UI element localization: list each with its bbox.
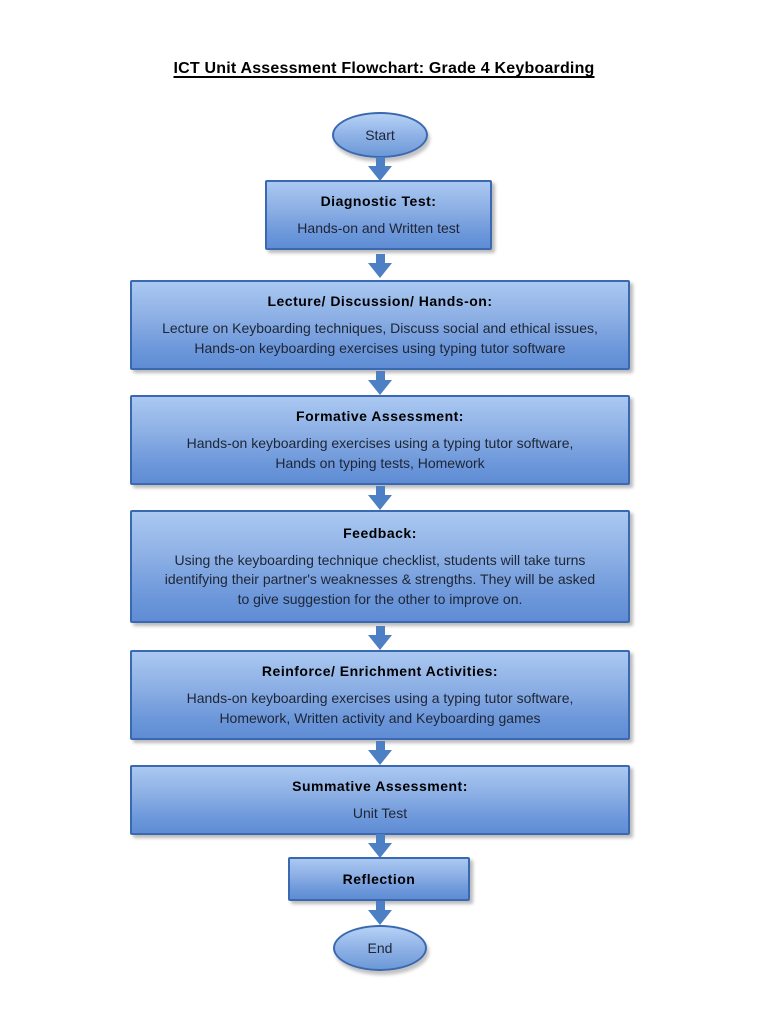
arrow-stem bbox=[375, 486, 385, 495]
node-heading: Reinforce/ Enrichment Activities: bbox=[261, 663, 499, 679]
arrow-down-icon bbox=[368, 901, 392, 925]
arrow-stem bbox=[375, 626, 385, 635]
node-body: Hands-on and Written test bbox=[297, 219, 460, 236]
start-label: Start bbox=[365, 127, 395, 143]
arrow-down-icon bbox=[368, 157, 392, 181]
flow-node-feedback: Feedback: Using the keyboarding techniqu… bbox=[130, 510, 630, 623]
flow-node-reflection: Reflection bbox=[288, 857, 470, 901]
arrow-stem bbox=[375, 371, 385, 380]
flow-node-lecture-discussion: Lecture/ Discussion/ Hands-on: Lecture o… bbox=[130, 280, 630, 370]
flow-node-formative-assessment: Formative Assessment: Hands-on keyboardi… bbox=[130, 395, 630, 485]
node-heading: Feedback: bbox=[343, 524, 417, 541]
node-heading: Lecture/ Discussion/ Hands-on: bbox=[267, 293, 493, 309]
node-heading: Formative Assessment: bbox=[296, 408, 464, 424]
page-title: ICT Unit Assessment Flowchart: Grade 4 K… bbox=[173, 60, 595, 77]
arrow-head bbox=[368, 750, 392, 765]
flow-node-reinforce-enrichment: Reinforce/ Enrichment Activities: Hands-… bbox=[130, 650, 630, 740]
node-body: Hands-on keyboarding exercises using a t… bbox=[186, 690, 574, 726]
arrow-down-icon bbox=[368, 834, 392, 858]
flow-node-diagnostic-test: Diagnostic Test: Hands-on and Written te… bbox=[265, 180, 492, 250]
node-heading: Diagnostic Test: bbox=[320, 192, 437, 209]
arrow-head bbox=[368, 495, 392, 510]
node-heading: Summative Assessment: bbox=[292, 777, 468, 794]
start-terminator: Start bbox=[332, 112, 428, 158]
arrow-down-icon bbox=[368, 371, 392, 395]
arrow-stem bbox=[375, 741, 385, 750]
arrow-stem bbox=[375, 834, 385, 843]
node-heading: Reflection bbox=[342, 871, 416, 887]
arrow-head bbox=[368, 263, 392, 278]
arrow-stem bbox=[375, 254, 385, 263]
node-body: Hands-on keyboarding exercises using a t… bbox=[186, 435, 574, 471]
arrow-down-icon bbox=[368, 741, 392, 765]
arrow-head bbox=[368, 635, 392, 650]
end-terminator: End bbox=[333, 925, 427, 971]
arrow-down-icon bbox=[368, 486, 392, 510]
arrow-head bbox=[368, 910, 392, 925]
node-body: Unit Test bbox=[352, 804, 408, 821]
arrow-head bbox=[368, 380, 392, 395]
arrow-down-icon bbox=[368, 254, 392, 278]
arrow-stem bbox=[375, 157, 385, 166]
node-body: Lecture on Keyboarding techniques, Discu… bbox=[162, 320, 598, 356]
flow-node-summative-assessment: Summative Assessment: Unit Test bbox=[130, 765, 630, 835]
arrow-head bbox=[368, 166, 392, 181]
arrow-head bbox=[368, 843, 392, 858]
node-body: Using the keyboarding technique checklis… bbox=[164, 551, 596, 607]
arrow-down-icon bbox=[368, 626, 392, 650]
end-label: End bbox=[367, 940, 393, 956]
arrow-stem bbox=[375, 901, 385, 910]
